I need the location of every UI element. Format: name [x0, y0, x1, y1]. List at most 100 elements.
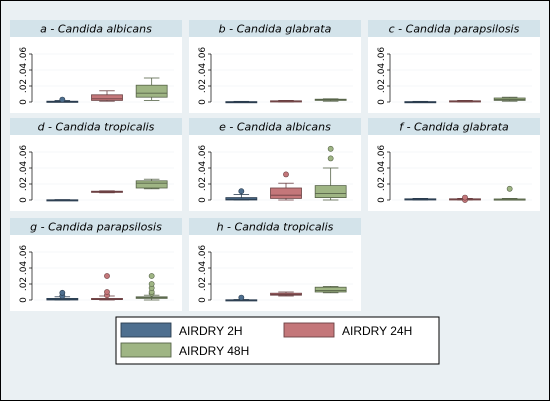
y-tick-label: .02: [198, 177, 208, 191]
legend-label: AIRDRY 2H: [179, 324, 243, 338]
y-tick-label: .04: [19, 261, 29, 276]
box-2: [135, 178, 168, 190]
panel-header: [368, 118, 540, 135]
legend-swatch: [120, 342, 172, 358]
box-body: [135, 180, 168, 189]
legend-label: AIRDRY 48H: [179, 344, 249, 358]
y-tick-label: 0: [19, 99, 29, 105]
y-tick-label: .04: [19, 161, 29, 176]
box-0: [46, 199, 79, 202]
box-body: [314, 185, 347, 199]
box-0: [46, 96, 79, 103]
panel-1: b - Candida glabrata 0 .02.04.06: [189, 20, 361, 113]
panel-title: g - Candida parapsilosis: [30, 221, 162, 234]
y-tick-label: .04: [198, 161, 208, 176]
panel-7: h - Candida tropicalis 0 .02.04.06: [189, 218, 361, 311]
box-2: [135, 77, 168, 101]
box-1: [91, 90, 123, 102]
outlier-point: [148, 281, 155, 287]
y-tick-label: .06: [198, 145, 208, 160]
outlier-point: [148, 273, 155, 279]
panel-4: e - Candida albicans 0 .02.04.06: [189, 118, 361, 211]
box-1: [449, 194, 481, 203]
box-1: [270, 100, 302, 103]
outlier-point: [104, 289, 110, 295]
legend-swatch: [120, 322, 172, 338]
y-tick-label: 0: [19, 297, 29, 303]
panel-header: [189, 118, 361, 135]
y-tick-label: .04: [377, 161, 387, 176]
y-tick-label: .02: [377, 79, 387, 93]
outlier-point: [104, 273, 110, 279]
outlier-point: [238, 294, 245, 301]
panel-title: f - Candida glabrata: [399, 121, 509, 134]
y-tick-label: .06: [377, 47, 387, 62]
y-tick-label: .06: [377, 145, 387, 160]
y-tick-label: 0: [198, 197, 208, 203]
y-tick-label: 0: [19, 197, 29, 203]
outlier-point: [283, 171, 289, 178]
panel-plot-area: [10, 135, 182, 211]
y-tick-label: .02: [198, 277, 208, 291]
panel-title: h - Candida tropicalis: [217, 221, 334, 234]
outlier-point: [59, 96, 66, 103]
box-body: [314, 286, 347, 293]
y-tick-label: .02: [377, 177, 387, 191]
y-tick-label: 0: [377, 197, 387, 203]
box-0: [225, 294, 258, 302]
panel-title: e - Candida albicans: [219, 121, 331, 134]
outlier-point: [327, 145, 334, 152]
y-tick-label: .02: [198, 79, 208, 93]
box-2: [314, 98, 347, 102]
y-tick-label: .06: [19, 47, 29, 62]
box-0: [404, 197, 437, 201]
box-2: [493, 96, 526, 102]
panel-title: c - Candida parapsilosis: [389, 23, 520, 36]
box-0: [225, 188, 258, 201]
y-tick-label: .02: [19, 177, 29, 191]
box-body: [135, 84, 168, 98]
panel-header: [10, 118, 182, 135]
y-tick-label: .06: [19, 145, 29, 160]
panel-header: [189, 218, 361, 235]
box-2: [314, 145, 347, 201]
outlier-point: [238, 188, 245, 195]
y-tick-label: .04: [198, 261, 208, 276]
y-tick-label: .06: [198, 245, 208, 260]
panel-plot-area: [189, 235, 361, 311]
y-tick-label: .02: [19, 79, 29, 93]
y-tick-label: 0: [198, 297, 208, 303]
box-body: [270, 187, 302, 199]
y-tick-label: .04: [19, 63, 29, 78]
y-tick-label: .04: [198, 63, 208, 78]
panel-6: g - Candida parapsilosis 0 .02.04.06: [10, 218, 182, 311]
legend-swatch: [283, 322, 335, 338]
legend-label: AIRDRY 24H: [342, 324, 412, 338]
outlier-point: [59, 289, 66, 296]
box-1: [270, 171, 302, 201]
y-tick-label: 0: [198, 99, 208, 105]
box-2: [135, 273, 168, 301]
panel-header: [368, 20, 540, 37]
outlier-point: [462, 194, 468, 201]
box-0: [404, 100, 437, 104]
box-1: [449, 100, 481, 103]
panel-5: f - Candida glabrata 0 .02.04.06: [368, 118, 540, 211]
box-1: [91, 190, 123, 194]
legend: AIRDRY 2H AIRDRY 24H AIRDRY 48H: [115, 316, 440, 365]
panel-header: [189, 20, 361, 37]
y-tick-label: .02: [19, 277, 29, 291]
outlier-point: [327, 155, 334, 162]
box-1: [91, 273, 123, 301]
panel-title: b - Candida glabrata: [219, 23, 332, 36]
panel-plot-area: [10, 37, 182, 113]
y-tick-label: .06: [19, 245, 29, 260]
y-tick-label: .06: [198, 47, 208, 62]
box-2: [314, 285, 347, 294]
panel-header: [10, 218, 182, 235]
box-0: [46, 289, 79, 301]
